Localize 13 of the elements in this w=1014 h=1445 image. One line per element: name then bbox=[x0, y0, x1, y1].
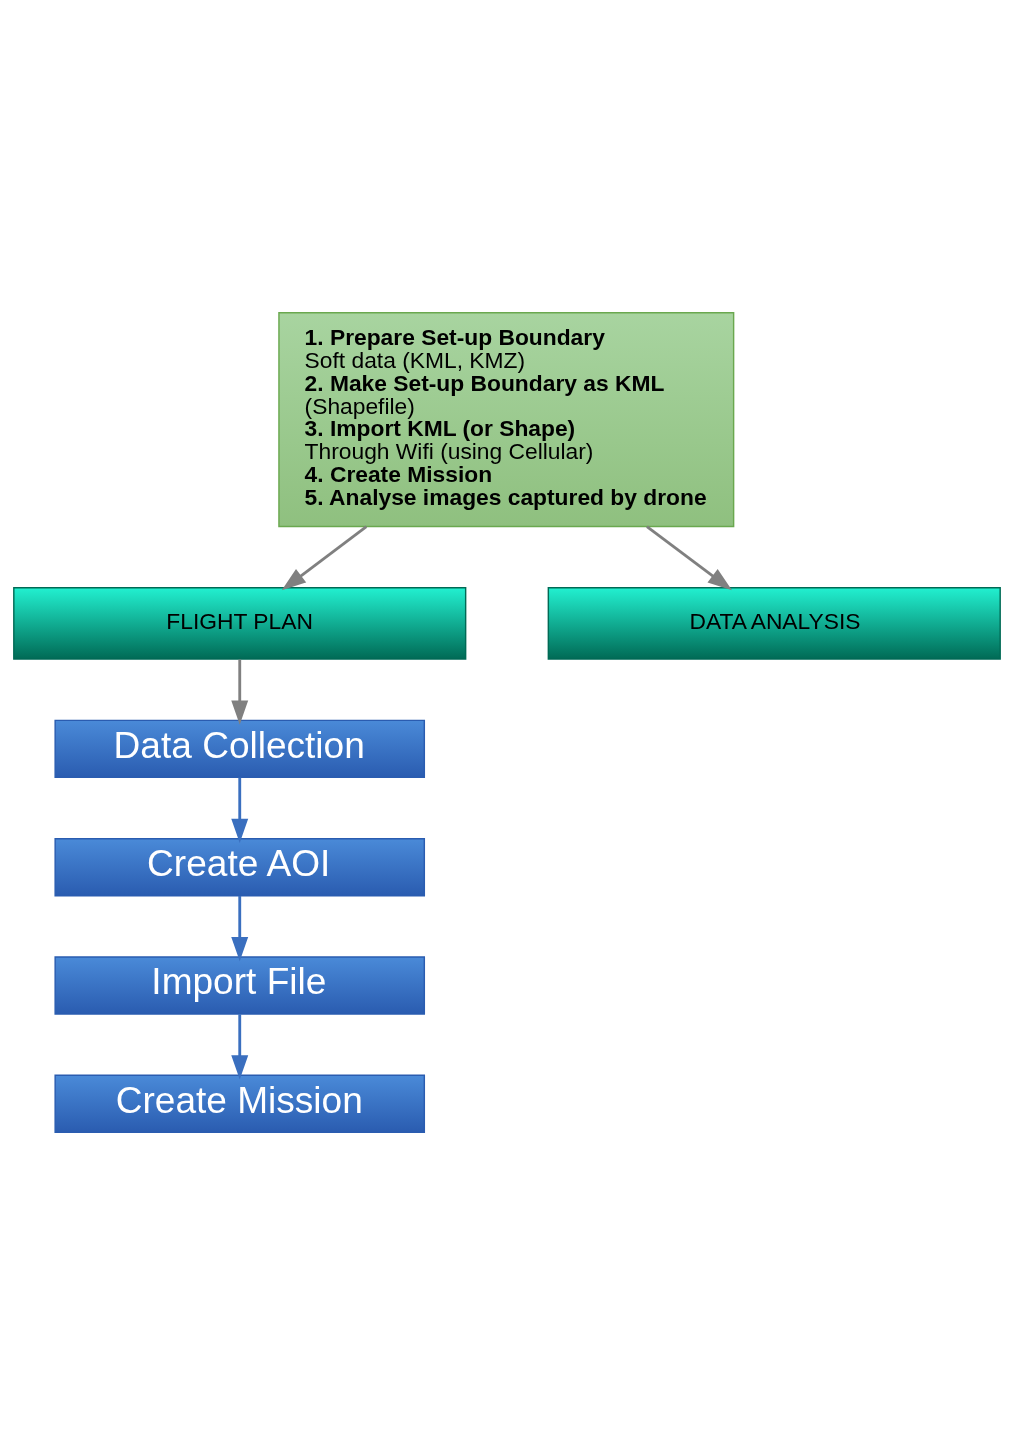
node-box: FLIGHT PLAN bbox=[13, 587, 467, 660]
node-box: Import File bbox=[54, 956, 426, 1015]
arrow bbox=[646, 525, 732, 591]
node-box: 1. Prepare Set-up Boundary Soft data (KML, KMZ) 2. Make Set-up Boundary as KML (Shapefile) 3. Import KML (or Shape) Through Wifi (using Cellular) 4. Create Mission 5. Analyse images captured by drone bbox=[278, 312, 735, 528]
arrow bbox=[281, 525, 368, 591]
node-box: DATA ANALYSIS bbox=[547, 587, 1001, 660]
node-box: Create Mission bbox=[54, 1074, 426, 1133]
node-box: Data Collection bbox=[54, 719, 426, 779]
arrow bbox=[231, 659, 249, 725]
node-box: Create AOI bbox=[54, 837, 426, 897]
arrow bbox=[231, 777, 249, 843]
arrow bbox=[231, 1014, 249, 1080]
arrow bbox=[231, 895, 249, 962]
